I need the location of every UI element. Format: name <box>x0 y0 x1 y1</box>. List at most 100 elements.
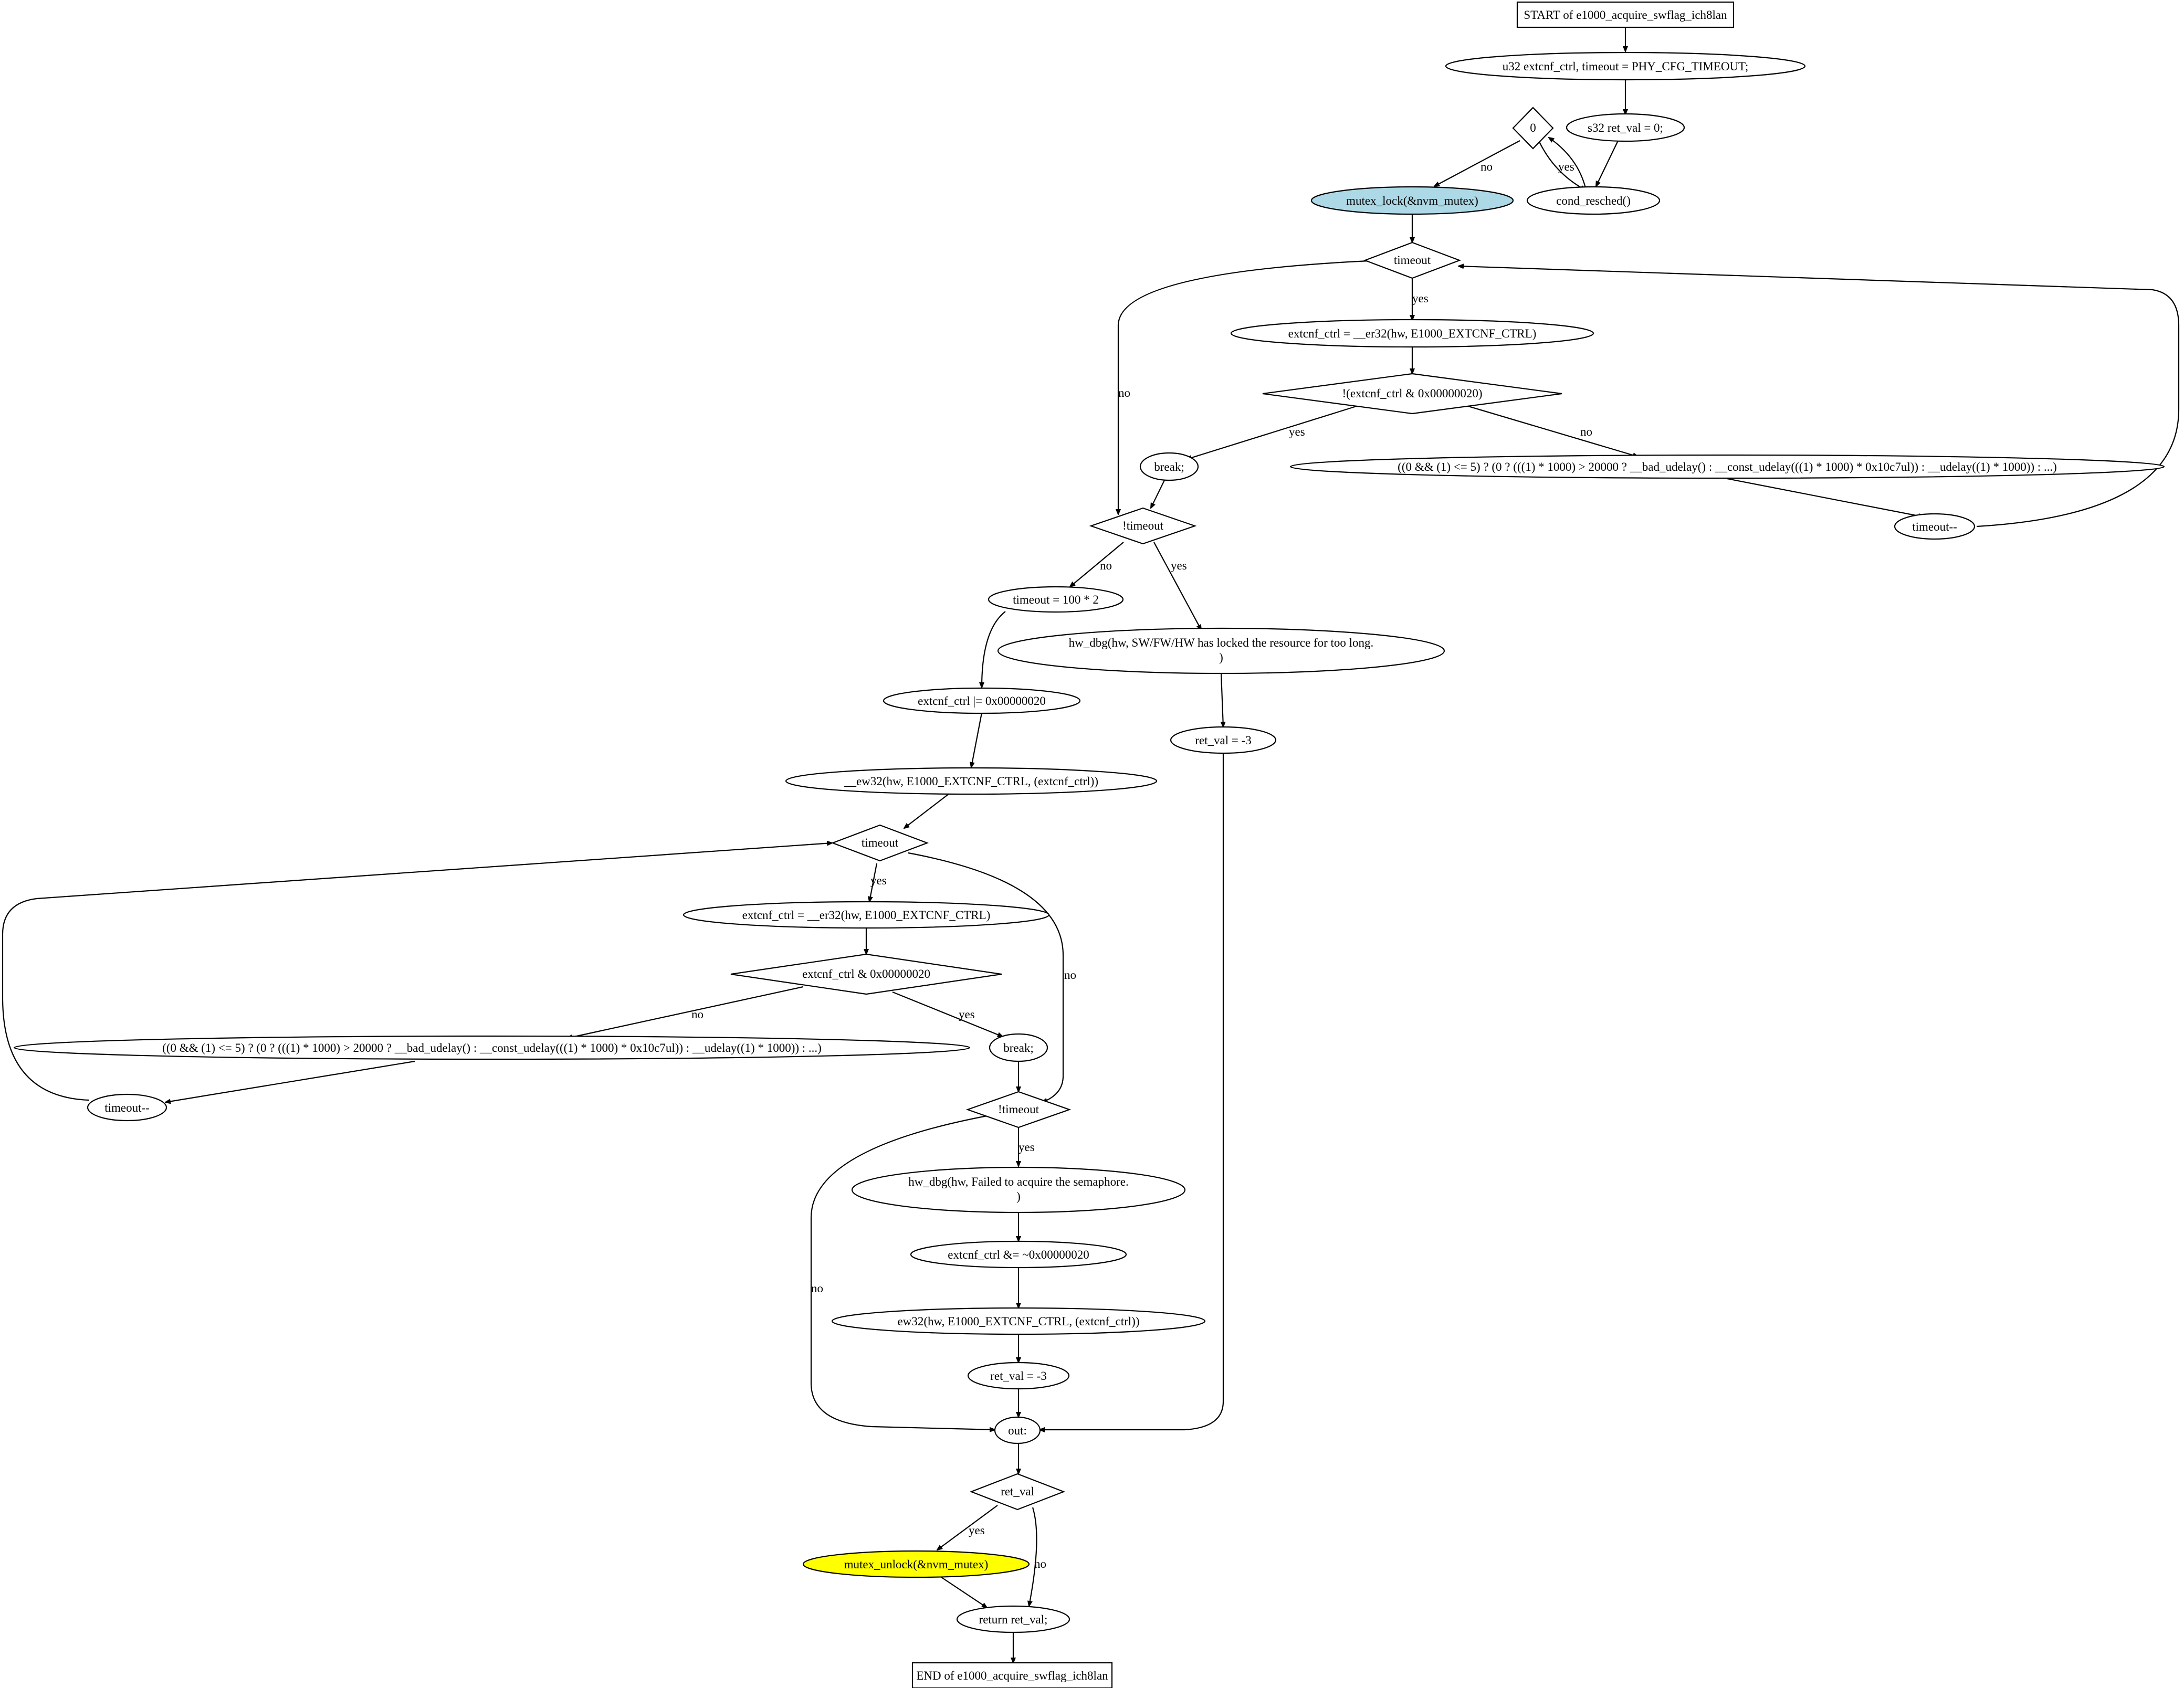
node-out-label: out: <box>1008 1424 1027 1437</box>
label-cond-not-sw-yes: yes <box>1289 425 1305 438</box>
label-not-timeout2-yes: yes <box>1018 1141 1035 1154</box>
node-timeout-dec2-label: timeout-- <box>104 1101 150 1114</box>
edge-cond-not-sw-break1 <box>1186 404 1360 459</box>
node-decl-extcnf-label: u32 extcnf_ctrl, timeout = PHY_CFG_TIMEO… <box>1503 60 1748 73</box>
node-cond-sw: extcnf_ctrl & 0x00000020 <box>730 953 1002 995</box>
label-zero-no: no <box>1480 160 1493 173</box>
edge-udelay2-timeout-dec2 <box>165 1060 415 1102</box>
edge-timeout-dec1-timeout1 <box>1458 266 2180 528</box>
edge-break1-not-timeout1 <box>1151 480 1165 508</box>
node-retval-neg3-a: ret_val = -3 <box>1170 726 1277 754</box>
edge-retval-cond-resched <box>1596 140 1619 186</box>
node-dbg-fail-label-line2: ) <box>1016 1190 1021 1203</box>
node-timeout1-label: timeout <box>1394 254 1431 267</box>
node-read2-label: extcnf_ctrl = __er32(hw, E1000_EXTCNF_CT… <box>742 909 991 922</box>
node-return: return ret_val; <box>956 1605 1070 1633</box>
edge-not-timeout2-out <box>810 1115 995 1430</box>
node-dbg-fail: hw_dbg(hw, Failed to acquire the semapho… <box>851 1166 1186 1214</box>
node-retval-neg3-b: ret_val = -3 <box>967 1362 1070 1390</box>
node-mutex-lock-label: mutex_lock(&nvm_mutex) <box>1346 194 1478 207</box>
node-timeout-dec2: timeout-- <box>87 1093 167 1122</box>
node-retval-neg3-a-label: ret_val = -3 <box>1195 734 1252 747</box>
node-dbg-locked-label-line1: hw_dbg(hw, SW/FW/HW has locked the resou… <box>1069 636 1374 649</box>
edges <box>2 27 2180 1663</box>
label-timeout1-yes: yes <box>1412 292 1429 305</box>
edge-cond-not-sw-udelay1 <box>1464 404 1638 457</box>
node-end: END of e1000_acquire_swflag_ich8lan <box>911 1662 1113 1688</box>
label-timeout2-no: no <box>1064 968 1076 982</box>
node-read2: extcnf_ctrl = __er32(hw, E1000_EXTCNF_CT… <box>682 901 1050 929</box>
node-mutex-unlock-label: mutex_unlock(&nvm_mutex) <box>844 1558 989 1571</box>
edge-cond-resched-zero <box>1549 138 1587 188</box>
edge-ew32-1-timeout2 <box>904 793 950 828</box>
node-ew32-2: ew32(hw, E1000_EXTCNF_CTRL, (extcnf_ctrl… <box>831 1307 1206 1335</box>
node-retval-neg3-b-label: ret_val = -3 <box>990 1369 1047 1383</box>
node-clear-sw-label: extcnf_ctrl &= ~0x00000020 <box>948 1248 1089 1261</box>
edge-retval-a-out <box>1040 753 1224 1430</box>
edge-cond-retval-mutex-unlock <box>937 1505 998 1550</box>
node-timeout-reset: timeout = 100 * 2 <box>988 586 1124 613</box>
node-read1-label: extcnf_ctrl = __er32(hw, E1000_EXTCNF_CT… <box>1288 327 1537 340</box>
node-timeout-dec1-label: timeout-- <box>1912 520 1957 533</box>
node-cond-not-sw: !(extcnf_ctrl & 0x00000020) <box>1262 373 1562 415</box>
node-udelay1: ((0 && (1) <= 5) ? (0 ? (((1) * 1000) > … <box>1289 454 2165 479</box>
label-cond-not-sw-no: no <box>1580 425 1592 438</box>
label-not-timeout1-no: no <box>1100 559 1112 572</box>
edge-zero-mutex-lock <box>1434 140 1520 186</box>
node-end-label: END of e1000_acquire_swflag_ich8lan <box>916 1669 1108 1682</box>
node-start: START of e1000_acquire_swflag_ich8lan <box>1516 1 1735 28</box>
node-cond-not-sw-label: !(extcnf_ctrl & 0x00000020) <box>1342 387 1483 400</box>
label-zero-yes: yes <box>1558 160 1574 173</box>
node-not-timeout1-label: !timeout <box>1122 519 1164 532</box>
edge-not-timeout1-dbg-locked <box>1153 542 1201 630</box>
label-not-timeout1-yes: yes <box>1171 559 1187 572</box>
node-udelay1-label: ((0 && (1) <= 5) ? (0 ? (((1) * 1000) > … <box>1398 460 2057 473</box>
edge-timeout2-read2 <box>869 863 878 902</box>
node-timeout-reset-label: timeout = 100 * 2 <box>1013 593 1099 606</box>
node-cond-retval-label: ret_val <box>1001 1485 1034 1498</box>
node-break1: break; <box>1139 452 1199 481</box>
node-cond-sw-label: extcnf_ctrl & 0x00000020 <box>802 967 930 980</box>
node-mutex-lock: mutex_lock(&nvm_mutex) <box>1310 186 1514 215</box>
node-cond-resched: cond_resched() <box>1526 186 1661 215</box>
node-timeout2-label: timeout <box>862 836 899 849</box>
edge-timeout-reset-set-sw <box>982 611 1006 688</box>
node-break2-label: break; <box>1003 1041 1033 1054</box>
edge-mutex-unlock-return <box>939 1576 987 1608</box>
node-dbg-locked-label-line2: ) <box>1219 651 1223 664</box>
edge-timeout1-not-timeout1 <box>1118 260 1370 514</box>
nodes: START of e1000_acquire_swflag_ich8lan u3… <box>13 1 2165 1688</box>
node-cond-zero: 0 <box>1512 107 1554 150</box>
edge-timeout-dec2-timeout2 <box>2 843 832 1101</box>
node-out: out: <box>994 1416 1041 1444</box>
node-start-label: START of e1000_acquire_swflag_ich8lan <box>1524 8 1727 22</box>
edge-cond-sw-udelay2 <box>567 986 804 1038</box>
edge-cond-retval-return <box>1029 1507 1037 1606</box>
node-ew32-2-label: ew32(hw, E1000_EXTCNF_CTRL, (extcnf_ctrl… <box>898 1315 1140 1328</box>
node-udelay2-label: ((0 && (1) <= 5) ? (0 ? (((1) * 1000) > … <box>162 1041 822 1054</box>
node-ew32-1: __ew32(hw, E1000_EXTCNF_CTRL, (extcnf_ct… <box>785 767 1158 795</box>
label-cond-sw-yes: yes <box>959 1008 975 1021</box>
node-timeout1: timeout <box>1363 241 1462 279</box>
edge-cond-sw-break2 <box>892 991 1003 1038</box>
node-timeout-dec1: timeout-- <box>1894 513 1976 540</box>
node-cond-resched-label: cond_resched() <box>1556 194 1631 207</box>
label-cond-sw-no: no <box>691 1008 704 1021</box>
label-timeout1-no: no <box>1118 386 1130 399</box>
edge-labels: no yes yes no yes no no yes yes no no ye… <box>691 160 1592 1570</box>
node-return-label: return ret_val; <box>979 1613 1048 1626</box>
node-read1: extcnf_ctrl = __er32(hw, E1000_EXTCNF_CT… <box>1230 319 1594 348</box>
label-not-timeout2-no: no <box>811 1282 823 1295</box>
node-udelay2: ((0 && (1) <= 5) ? (0 ? (((1) * 1000) > … <box>13 1035 971 1060</box>
edge-not-timeout1-timeout-reset <box>1070 542 1124 587</box>
node-timeout2: timeout <box>831 824 929 862</box>
node-not-timeout2: !timeout <box>965 1091 1072 1128</box>
label-cond-retval-yes: yes <box>969 1524 985 1537</box>
edge-dbg-locked-retval-a <box>1221 673 1223 727</box>
node-decl-retval: s32 ret_val = 0; <box>1566 113 1685 142</box>
node-not-timeout2-label: !timeout <box>998 1103 1040 1116</box>
label-cond-retval-no: no <box>1034 1557 1046 1570</box>
label-timeout2-yes: yes <box>870 874 887 887</box>
node-not-timeout1: !timeout <box>1089 507 1197 545</box>
